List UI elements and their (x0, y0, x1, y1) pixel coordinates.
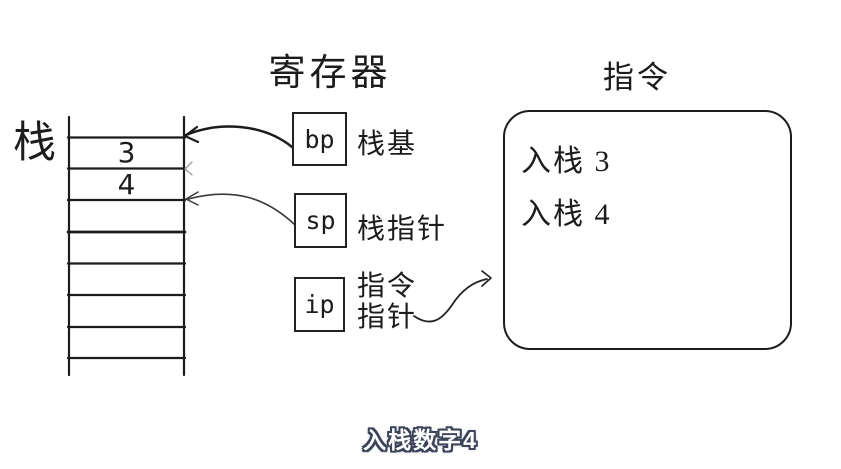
instruction-item-1: 入栈 3 (521, 145, 612, 178)
register-bp-label: 栈基 (357, 129, 418, 160)
stack-cell-value-1: 3 (117, 136, 136, 169)
register-ip-name: ip (304, 290, 335, 319)
stack-label: 栈 (13, 120, 56, 167)
register-sp-name: sp (305, 206, 336, 235)
ip-to-instructions-arrow (413, 270, 492, 323)
register-bp-name: bp (304, 124, 335, 154)
register-box-sp: sp (294, 193, 347, 248)
stack-ladder (66, 115, 187, 377)
registers-title: 寄存器 (268, 53, 392, 94)
bp-to-stack-arrow (183, 125, 294, 149)
instructions-title: 指令 (603, 60, 671, 95)
instruction-item-2: 入栈 4 (521, 198, 612, 231)
register-ip-label-line1: 指令 (357, 271, 418, 302)
register-sp-label: 栈指针 (357, 214, 448, 245)
register-ip-label: 指令 指针 (357, 271, 417, 333)
register-box-ip: ip (294, 277, 345, 332)
sp-to-stack-arrow (185, 191, 295, 225)
stack-cell-value-2: 4 (117, 168, 136, 201)
register-box-bp: bp (292, 112, 347, 166)
faint-chevron-mark (184, 161, 193, 176)
instructions-box (503, 110, 792, 350)
register-ip-label-line2: 指针 (357, 302, 418, 333)
subtitle-caption: 入栈数字4 (363, 427, 478, 453)
